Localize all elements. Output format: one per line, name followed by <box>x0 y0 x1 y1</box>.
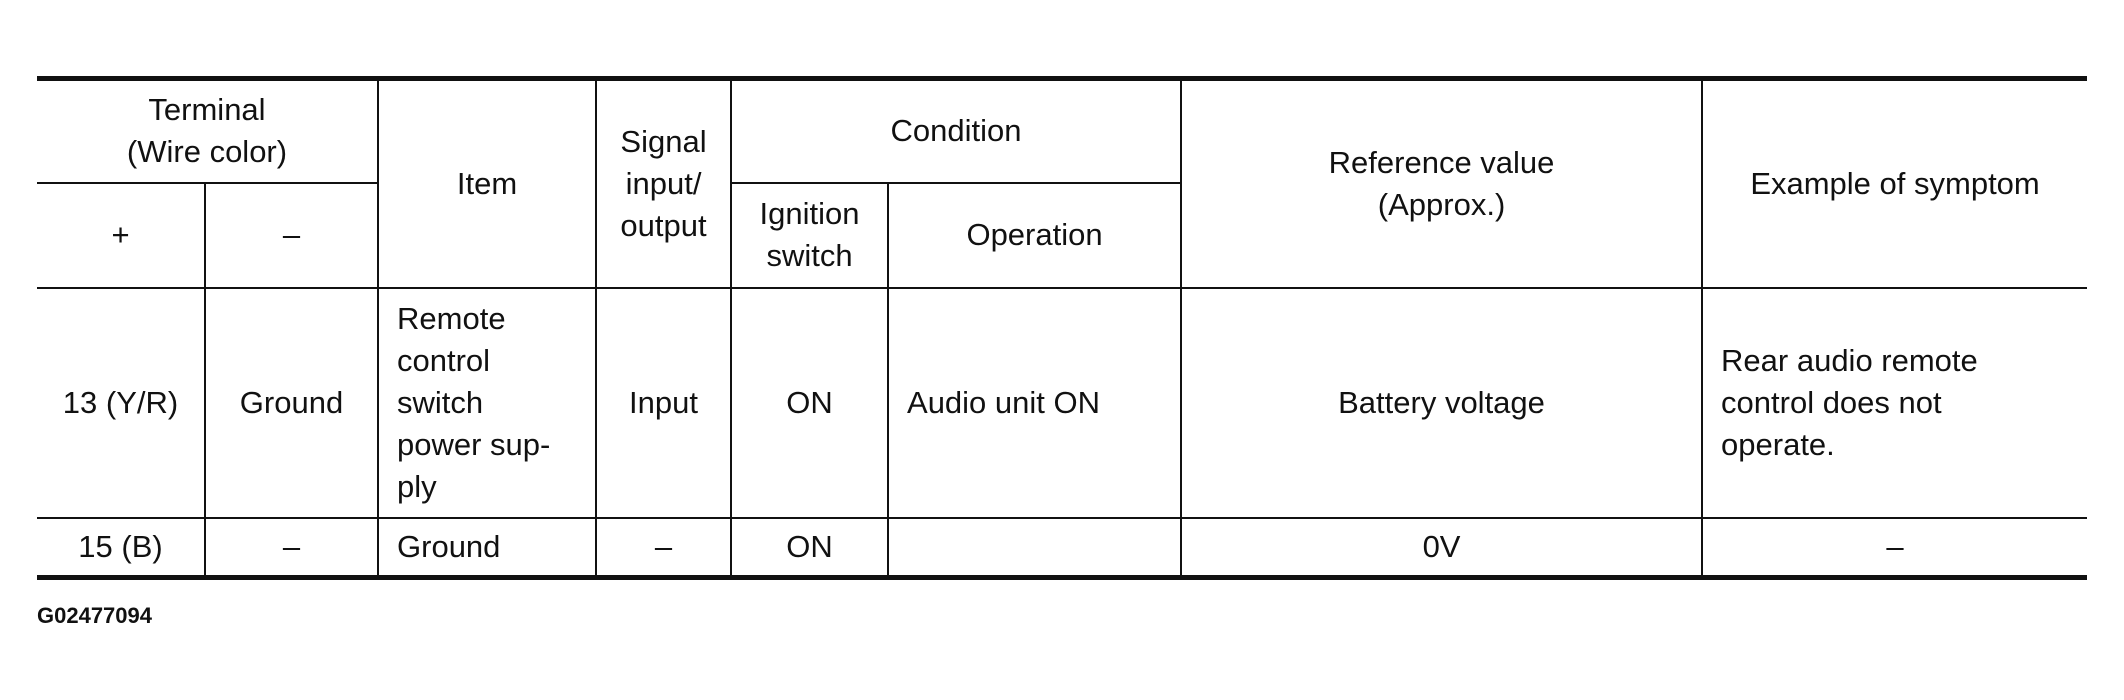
row1-item: Remote control switch power sup- ply <box>377 286 598 519</box>
plus-header: + <box>37 181 206 289</box>
row2-plus: 15 (B) <box>37 516 206 579</box>
row2-minus: – <box>203 516 380 579</box>
table-row: 15 (B) – Ground – ON 0V – <box>37 516 2088 579</box>
signal-header-line2: input/ <box>625 165 702 201</box>
row1-item-line2: control <box>397 342 491 378</box>
row1-symptom-line1: Rear audio remote <box>1721 342 1978 378</box>
reference-header: Reference value (Approx.) <box>1180 77 1704 289</box>
terminal-reference-table: Terminal (Wire color) Item Signal input/… <box>37 76 2088 580</box>
row1-operation: Audio unit ON <box>887 286 1183 519</box>
row1-reference: Battery voltage <box>1180 286 1704 519</box>
row2-ignition: ON <box>730 516 890 579</box>
table-row: 13 (Y/R) Ground Remote control switch po… <box>37 286 2088 519</box>
row1-symptom: Rear audio remote control does not opera… <box>1701 286 2088 519</box>
row1-minus: Ground <box>203 286 380 519</box>
row1-item-line4: power sup- <box>397 426 551 462</box>
header-row-2: + – Ignition switch Operation <box>37 181 2087 289</box>
row1-ignition: ON <box>730 286 890 519</box>
row1-item-line1: Remote <box>397 300 506 336</box>
row1-symptom-line2: control does not <box>1721 384 1942 420</box>
ignition-header-line1: Ignition <box>759 196 860 231</box>
terminal-header-line1: Terminal <box>148 92 266 128</box>
reference-header-line2: (Approx.) <box>1377 186 1506 222</box>
signal-header-line1: Signal <box>620 123 707 159</box>
header-row-1: Terminal (Wire color) Item Signal input/… <box>37 77 2088 289</box>
condition-header: Condition <box>730 77 1183 184</box>
item-header: Item <box>377 77 598 289</box>
minus-header: – <box>203 181 380 289</box>
symptom-header: Example of symptom <box>1701 77 2088 289</box>
row1-signal: Input <box>595 286 733 519</box>
terminal-header: Terminal (Wire color) <box>37 77 380 184</box>
reference-header-line1: Reference value <box>1328 144 1555 180</box>
terminal-header-line2: (Wire color) <box>126 134 288 170</box>
row1-item-line5: ply <box>397 468 437 504</box>
signal-header: Signal input/ output <box>595 77 733 289</box>
row2-reference: 0V <box>1180 516 1704 579</box>
row1-symptom-line3: operate. <box>1721 426 1835 462</box>
ignition-header: Ignition switch <box>730 181 890 289</box>
row2-item: Ground <box>377 516 598 579</box>
row2-symptom: – <box>1701 516 2088 579</box>
figure-code: G02477094 <box>37 603 152 628</box>
signal-header-line3: output <box>620 207 707 243</box>
row2-operation <box>887 516 1183 579</box>
ignition-header-line2: switch <box>766 238 853 273</box>
row2-signal: – <box>595 516 733 579</box>
row1-plus: 13 (Y/R) <box>37 286 206 519</box>
operation-header: Operation <box>887 181 1183 289</box>
row1-item-line3: switch <box>397 384 484 420</box>
